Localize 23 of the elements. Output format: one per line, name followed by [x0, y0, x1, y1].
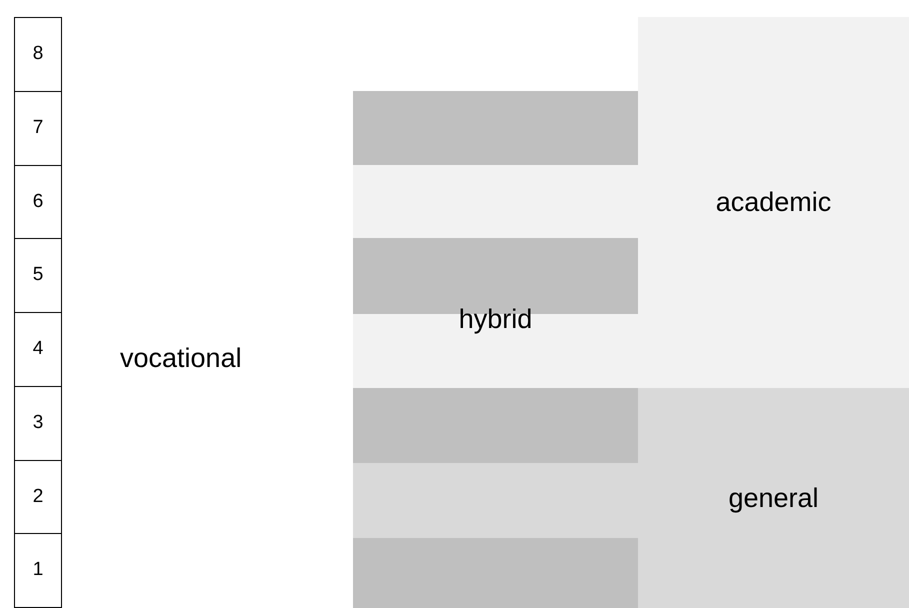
- pathway-block: [638, 17, 909, 388]
- pathway-block: [638, 388, 909, 608]
- level-number: 2: [32, 484, 44, 509]
- level-cell: [14, 164, 62, 240]
- level-number: 6: [32, 190, 44, 214]
- level-number: 7: [32, 116, 44, 140]
- level-number: 3: [32, 410, 44, 435]
- level-cell: [14, 17, 62, 92]
- level-cell: [14, 460, 62, 534]
- striped-band: [353, 91, 638, 608]
- level-cell: [14, 312, 62, 387]
- level-cell: [14, 386, 62, 460]
- level-number: 1: [32, 558, 44, 582]
- level-number: 5: [32, 263, 44, 288]
- level-cell: [14, 533, 62, 608]
- pathway-label: vocational: [120, 342, 242, 375]
- level-cell: [14, 238, 62, 313]
- pathway-label: academic: [716, 186, 832, 220]
- pathway-label: hybrid: [458, 303, 532, 336]
- level-cell: [14, 90, 62, 166]
- pathway-label: general: [728, 482, 819, 515]
- level-number: 4: [32, 337, 44, 362]
- level-number: 8: [32, 42, 44, 66]
